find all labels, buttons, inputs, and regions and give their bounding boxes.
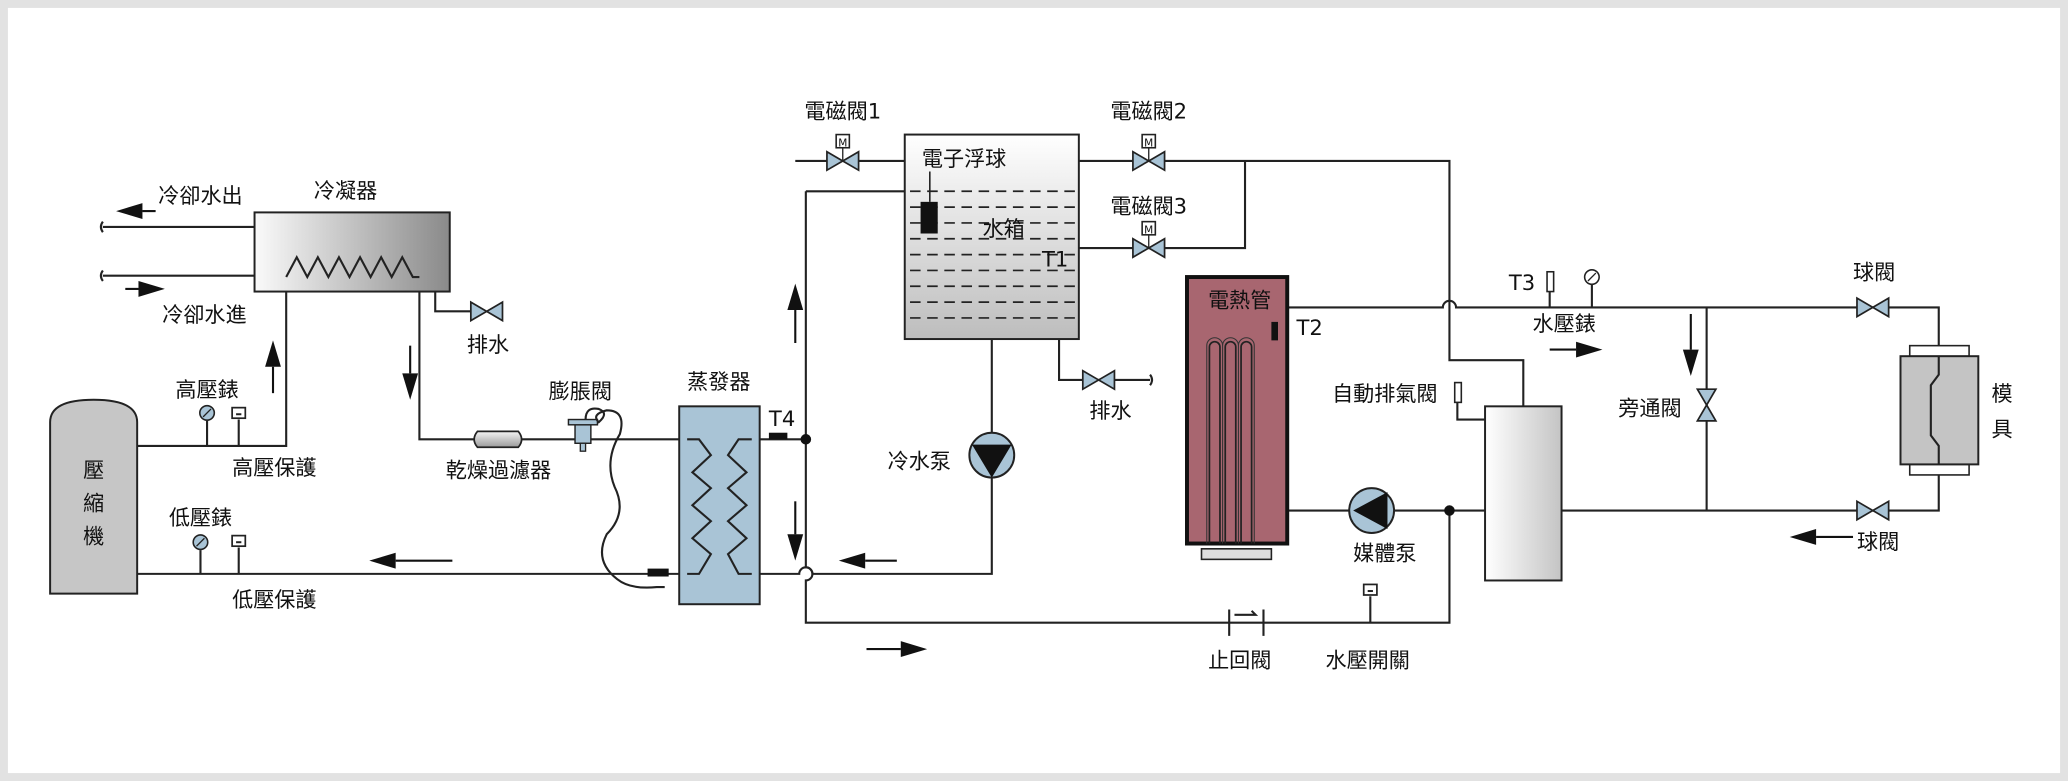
float-label: 電子浮球 [922, 146, 1006, 171]
t3-sensor [1546, 270, 1555, 293]
flow-arrow-icon [402, 345, 419, 400]
electric-heater: 電熱管 [1185, 275, 1290, 561]
t2-label: T2 [1295, 315, 1322, 340]
solenoid-2-label: 電磁閥2 [1110, 99, 1187, 124]
flow-arrow-icon [369, 552, 453, 569]
flow-arrow-icon [866, 641, 928, 657]
flow-arrow-icon [787, 283, 804, 344]
chilled-water-pump [968, 431, 1016, 479]
bypass-valve[interactable] [1696, 388, 1717, 422]
expansion-valve [567, 407, 669, 589]
flow-arrow-icon [787, 501, 804, 561]
flow-arrow-icon [116, 203, 156, 219]
t4-sensor [768, 432, 788, 440]
flow-arrows [116, 203, 1854, 657]
t1-label: T1 [1041, 246, 1068, 271]
motor-m-icon: M [1144, 137, 1153, 149]
mold-label: 模 [1992, 381, 2013, 406]
water-tank-label: 水箱 [983, 216, 1025, 241]
drier-filter-label: 乾燥過濾器 [446, 458, 551, 483]
drain-label: 排水 [467, 332, 509, 357]
water-pressure-gauge-label: 水壓錶 [1533, 311, 1596, 336]
high-pressure-gauge-label: 高壓錶 [175, 377, 238, 402]
auto-vent-valve [1453, 381, 1463, 404]
motor-m-icon: M [1144, 225, 1153, 237]
tank-drain-valve[interactable] [1081, 369, 1116, 391]
low-pressure-gauge-label: 低壓錶 [169, 505, 232, 530]
drier-filter [473, 430, 523, 449]
heater-label: 電熱管 [1208, 287, 1271, 312]
ball-valve-bottom-label: 球閥 [1857, 529, 1899, 554]
t3-label: T3 [1508, 270, 1535, 295]
water-pressure-switch [1362, 583, 1378, 596]
media-pump-label: 媒體泵 [1353, 541, 1416, 566]
check-valve-label: 止回閥 [1208, 648, 1271, 673]
compressor: 壓 縮 機 [49, 398, 139, 595]
compressor-label: 壓 [83, 458, 104, 483]
mold: 模 具 [1899, 344, 2013, 476]
flow-arrow-icon [265, 340, 281, 394]
cooling-water-in-label: 冷卻水進 [162, 302, 246, 327]
ball-valve-top-label: 球閥 [1853, 260, 1895, 285]
buffer-tank [1484, 405, 1563, 582]
bypass-valve-label: 旁通閥 [1618, 396, 1681, 421]
water-tank: 電子浮球 水箱 T1 [903, 133, 1080, 341]
high-pressure-switch [231, 406, 247, 420]
solenoid-valve-3[interactable]: M [1132, 220, 1166, 259]
ball-valve-top[interactable] [1856, 297, 1890, 318]
media-pump [1348, 487, 1396, 534]
auto-vent-label: 自動排氣閥 [1332, 381, 1437, 406]
evaporator [678, 405, 761, 606]
ball-valve-bottom[interactable] [1856, 500, 1890, 521]
flow-arrow-icon [125, 281, 165, 297]
t4-label: T4 [768, 406, 795, 431]
low-pressure-protection-label: 低壓保護 [232, 587, 316, 612]
condenser-drain-valve[interactable] [469, 301, 504, 322]
flow-arrow-icon [838, 552, 897, 569]
high-pressure-gauge [199, 404, 216, 421]
mold-label: 具 [1992, 417, 2013, 442]
motor-m-icon: M [838, 137, 847, 149]
solenoid-3-label: 電磁閥3 [1110, 194, 1187, 219]
water-pressure-switch-label: 水壓開關 [1325, 648, 1409, 673]
cooling-water-out-label: 冷卻水出 [158, 183, 242, 208]
solenoid-valve-1[interactable]: M [826, 133, 860, 172]
compressor-label: 縮 [83, 491, 104, 516]
check-valve [1228, 609, 1265, 636]
expansion-valve-label: 膨脹閥 [549, 378, 612, 403]
condenser: 冷凝器 [253, 178, 451, 293]
float-sensor [920, 201, 938, 234]
chilled-pump-label: 冷水泵 [888, 448, 951, 473]
drain-label: 排水 [1089, 398, 1131, 423]
flow-arrow-icon [1682, 313, 1699, 376]
flow-arrow-icon [1549, 341, 1603, 358]
low-pressure-gauge [192, 534, 209, 551]
condenser-label: 冷凝器 [314, 178, 377, 203]
evaporator-label: 蒸發器 [687, 369, 750, 394]
water-pressure-gauge [1583, 268, 1600, 286]
solenoid-valve-2[interactable]: M [1132, 133, 1166, 172]
solenoid-1-label: 電磁閥1 [804, 99, 881, 124]
compressor-label: 機 [83, 524, 104, 549]
low-pressure-switch [231, 534, 247, 548]
high-pressure-protection-label: 高壓保護 [232, 455, 316, 480]
flow-arrow-icon [1789, 529, 1854, 545]
t2-sensor [1271, 321, 1278, 341]
